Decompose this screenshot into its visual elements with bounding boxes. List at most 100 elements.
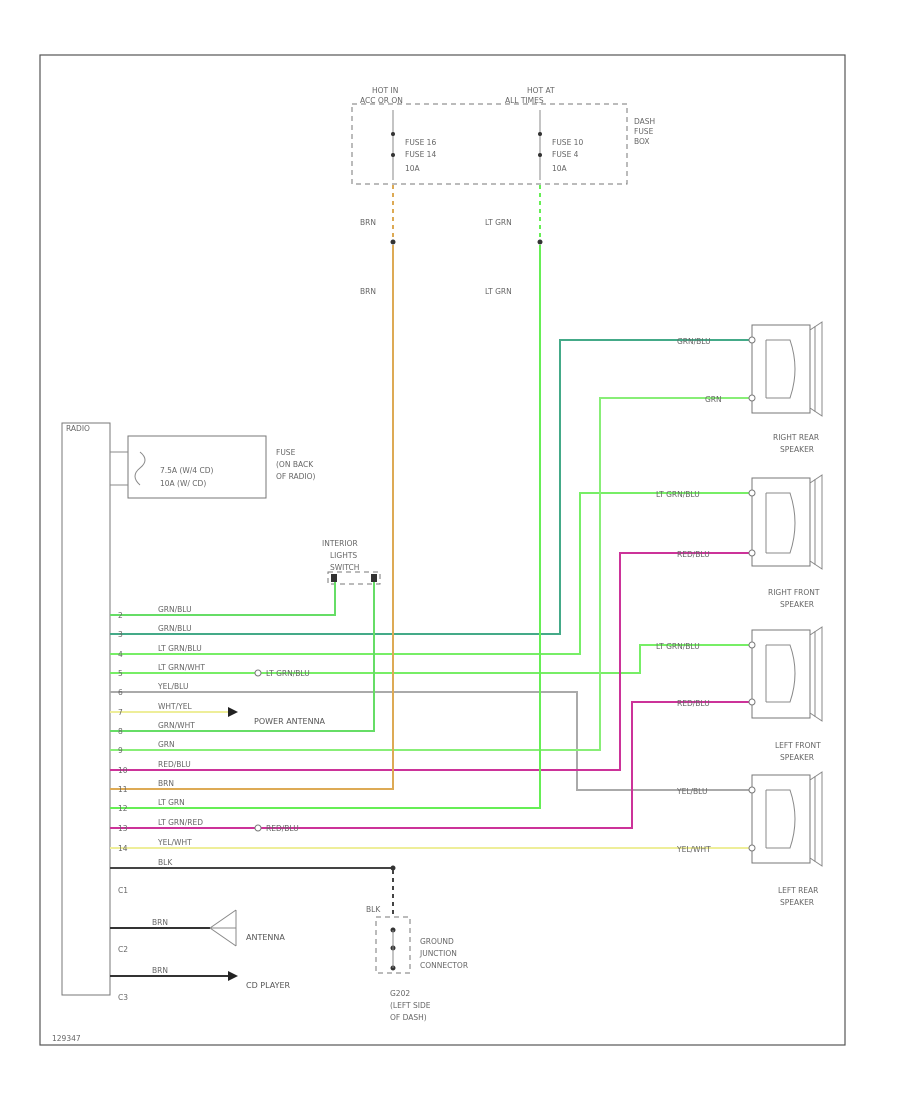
power-antenna-label: POWER ANTENNA xyxy=(254,717,326,726)
ground-junction: BLK GROUND JUNCTION CONNECTOR G202 (LEFT… xyxy=(366,905,468,1022)
pin-wire-12: LT GRN xyxy=(158,798,185,807)
radio-fuse-symbol xyxy=(134,451,146,486)
speaker-rr-wire-1: GRN/BLU xyxy=(677,337,711,346)
fuse-box-name-1: DASH xyxy=(634,117,655,126)
speaker-lr-outline xyxy=(751,774,811,864)
fuse-left-line-1: FUSE 16 xyxy=(405,138,436,147)
pin-wire-3: GRN/BLU xyxy=(158,624,192,633)
connector-c1: C1 xyxy=(118,886,128,895)
wire-pin-4-ltgrn-blu xyxy=(110,492,752,655)
interior-lights-switch: INTERIOR LIGHTS SWITCH xyxy=(322,539,381,585)
fuse-left-line-2: FUSE 14 xyxy=(405,150,436,159)
pin-label-3: 3 xyxy=(118,630,123,639)
radio-outline xyxy=(61,422,111,996)
speaker-rr-cone xyxy=(809,321,823,417)
pin-wire-2: GRN/BLU xyxy=(158,605,192,614)
fuse-right-top-dot xyxy=(538,132,542,136)
ground-wire-label: BLK xyxy=(366,905,381,914)
speaker-rr-wire-2: GRN xyxy=(705,395,722,404)
speaker-left-front: LT GRN/BLU RED/BLU LEFT FRONT SPEAKER xyxy=(656,626,823,762)
cd-player-arrow xyxy=(228,971,238,981)
radio-fuse-title-3: OF RADIO) xyxy=(276,472,316,481)
speaker-rf-term-neg xyxy=(748,549,756,557)
switch-terminal-right xyxy=(371,574,377,582)
antenna-icon xyxy=(209,909,237,947)
antenna-coax-label: BRN xyxy=(152,918,168,927)
speaker-right-front: LT GRN/BLU RED/BLU RIGHT FRONT SPEAKER xyxy=(656,474,823,609)
wire-pin-12-ltgrn xyxy=(110,245,541,809)
diagram-frame xyxy=(39,54,846,1046)
speaker-lf-cone xyxy=(809,626,823,722)
wire-pin-11-brn xyxy=(110,245,394,790)
antenna-label: ANTENNA xyxy=(246,933,285,942)
speaker-rr-term-neg xyxy=(748,394,756,402)
pin-label-11: 11 xyxy=(118,785,128,794)
ground-splice-top xyxy=(390,865,396,871)
wire-pin-10-red-blu xyxy=(110,552,752,771)
pin-wire-6: YEL/BLU xyxy=(157,682,188,691)
pin-label-8: 8 xyxy=(118,727,123,736)
speaker-rf-coil xyxy=(765,492,796,554)
feed-label-right-lower: LT GRN xyxy=(485,287,512,296)
pin-wire-10: RED/BLU xyxy=(158,760,191,769)
ltgrn-feed-connector xyxy=(537,239,543,245)
connector-c3: C3 xyxy=(118,993,128,1002)
radio-pin-labels: 2 GRN/BLU 3 GRN/BLU 4 LT GRN/BLU 5 LT GR… xyxy=(118,605,205,1002)
switch-label-3: SWITCH xyxy=(330,563,359,572)
speaker-lr-wire-1: YEL/BLU xyxy=(676,787,707,796)
speaker-rr-coil xyxy=(765,339,796,399)
pin-wire-5: LT GRN/WHT xyxy=(158,663,205,672)
pin-wire-14: YEL/WHT xyxy=(157,838,192,847)
ground-connector-label-1: GROUND xyxy=(420,937,454,946)
speaker-lf-outline xyxy=(751,629,811,719)
speaker-lr-name-2: SPEAKER xyxy=(780,898,814,907)
speaker-left-rear: YEL/BLU YEL/WHT LEFT REAR SPEAKER xyxy=(676,771,823,907)
radio-title: RADIO xyxy=(66,424,90,433)
inline-splice-red xyxy=(254,824,262,832)
fuse-box-outline xyxy=(351,103,628,185)
fuse-right-line-2: FUSE 4 xyxy=(552,150,579,159)
radio-unit: RADIO 7.5A (W/4 CD) 10A (W/ CD) FUSE (ON… xyxy=(61,422,316,996)
wire-pin-13-ltgrn-red xyxy=(110,701,752,829)
brn-feed-connector xyxy=(390,239,396,245)
speaker-lr-term-neg xyxy=(748,844,756,852)
feed-label-left-lower: BRN xyxy=(360,287,376,296)
speaker-lf-term-neg xyxy=(748,698,756,706)
pin-label-5: 5 xyxy=(118,669,123,678)
wire-pin-7-grn-wht xyxy=(110,582,375,732)
fuse-right-line-1: FUSE 10 xyxy=(552,138,583,147)
fuse-box-name-3: BOX xyxy=(634,137,650,146)
pin-wire-13: LT GRN/RED xyxy=(158,818,203,827)
figure-code: 129347 xyxy=(52,1034,81,1043)
switch-terminal-left xyxy=(331,574,337,582)
cd-player-label: CD PLAYER xyxy=(246,981,291,990)
fuse-left-top-dot xyxy=(391,132,395,136)
pin-wire-blk: BLK xyxy=(158,858,173,867)
hot-label-right-1: HOT AT xyxy=(527,86,555,95)
speaker-rr-name-1: RIGHT REAR xyxy=(773,433,819,442)
speaker-rr-outline xyxy=(751,324,811,414)
hot-label-right-2: ALL TIMES xyxy=(505,96,544,105)
fuse-right-bottom-dot xyxy=(538,153,542,157)
wire-pin-2-grn-blu xyxy=(110,582,336,616)
speaker-lf-term-pos xyxy=(748,641,756,649)
pin-label-7: 7 xyxy=(118,708,123,717)
fuse-right-line-3: 10A xyxy=(552,164,568,173)
wire-pin-3-grn-blu xyxy=(110,339,752,635)
pin-label-2: 2 xyxy=(118,611,123,620)
dash-fuse-box: HOT IN ACC OR ON HOT AT ALL TIMES DASH F… xyxy=(351,86,655,185)
pin-wire-9: GRN xyxy=(158,740,175,749)
radio-fuse-line-1: 7.5A (W/4 CD) xyxy=(160,466,213,475)
speaker-rr-term-pos xyxy=(748,336,756,344)
switch-label-1: INTERIOR xyxy=(322,539,358,548)
ground-connector-label-3: CONNECTOR xyxy=(420,961,468,970)
speaker-lr-coil xyxy=(765,789,796,849)
inline-label-ltgrn-blu: LT GRN/BLU xyxy=(266,669,310,678)
speaker-lf-coil xyxy=(765,644,796,703)
pin-label-4: 4 xyxy=(118,650,123,659)
ground-connector-label-2: JUNCTION xyxy=(419,949,457,958)
fuse-box-name-2: FUSE xyxy=(634,127,654,136)
pin-label-6: 6 xyxy=(118,688,123,697)
pin-label-14: 14 xyxy=(118,844,128,853)
pin-wire-7: WHT/YEL xyxy=(158,702,192,711)
